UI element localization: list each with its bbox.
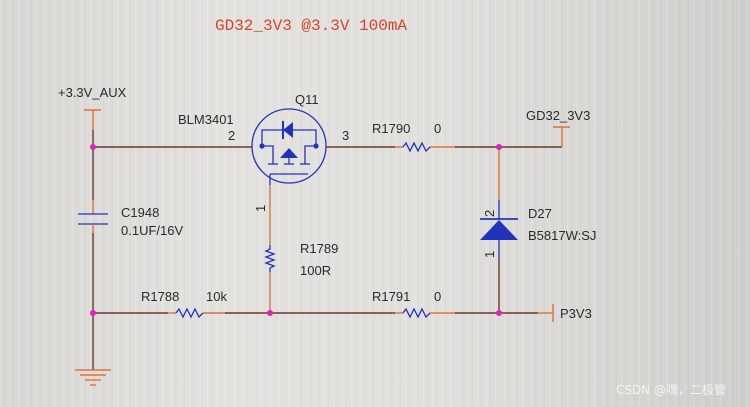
c1948-value: 0.1UF/16V: [121, 223, 183, 238]
r1789-value: 100R: [300, 263, 331, 278]
net-label-gd32-3v3: GD32_3V3: [526, 108, 590, 123]
mosfet-q11: [251, 108, 327, 185]
resistor-r1789: [264, 245, 276, 313]
resistor-r1790: [395, 141, 455, 153]
c1948-ref: C1948: [121, 205, 159, 220]
r1790-value: 0: [434, 121, 441, 136]
junction-dot: [90, 310, 96, 316]
q11-part: BLM3401: [178, 112, 234, 127]
net-label-3v3-aux: +3.3V_AUX: [58, 85, 127, 100]
d27-ref: D27: [528, 206, 552, 221]
d27-pin-bottom: 1: [482, 251, 497, 258]
q11-pin-source: 2: [228, 128, 235, 143]
ground-icon: [75, 368, 111, 386]
d27-pin-top: 2: [482, 210, 497, 217]
junction-dot: [90, 144, 96, 150]
r1789-ref: R1789: [300, 241, 338, 256]
diode-d27: [480, 200, 518, 258]
power-port-p3v3: [538, 304, 554, 322]
r1788-ref: R1788: [141, 289, 179, 304]
watermark: CSDN @嘿，二极管: [616, 382, 726, 397]
r1791-value: 0: [434, 289, 441, 304]
net-label-p3v3: P3V3: [560, 306, 592, 321]
d27-part: B5817W:SJ: [528, 228, 596, 243]
schematic-title: GD32_3V3 @3.3V 100mA: [215, 17, 407, 35]
r1791-ref: R1791: [372, 289, 410, 304]
q11-pin-drain: 3: [342, 128, 349, 143]
capacitor-c1948: [78, 200, 108, 233]
resistor-r1791: [395, 307, 455, 319]
power-port-gd32-3v3: [553, 126, 570, 147]
resistor-r1788: [168, 307, 225, 319]
q11-ref: Q11: [295, 92, 319, 107]
junction-dot: [267, 310, 273, 316]
r1788-value: 10k: [206, 289, 227, 304]
r1790-ref: R1790: [372, 121, 410, 136]
junction-dot: [496, 310, 502, 316]
q11-pin-gate: 1: [253, 205, 268, 212]
power-port-3v3-aux: [84, 109, 101, 130]
junction-dot: [496, 144, 502, 150]
